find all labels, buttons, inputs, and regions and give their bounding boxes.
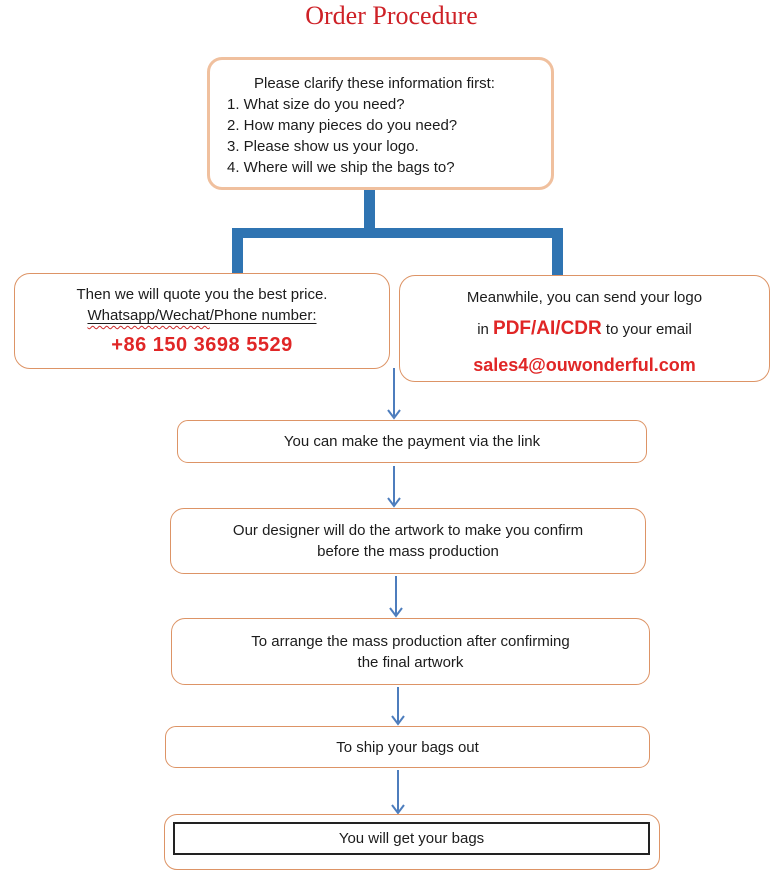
flow-connector-stem xyxy=(364,190,375,230)
clarify-item: 3. Please show us your logo. xyxy=(227,138,419,155)
logo-line2: in PDF/AI/CDR to your email xyxy=(477,318,692,339)
quote-line1: Then we will quote you the best price. xyxy=(76,286,328,303)
arrow-down-icon xyxy=(390,770,406,815)
clarify-box: Please clarify these information first: … xyxy=(207,57,554,190)
clarify-heading: Please clarify these information first: xyxy=(254,75,495,92)
quote-line2: Whatsapp/Wechat/Phone number: xyxy=(87,307,317,324)
flow-connector-right xyxy=(552,232,563,275)
clarify-item: 1. What size do you need? xyxy=(227,96,405,113)
logo-box: Meanwhile, you can send your logo in PDF… xyxy=(399,275,770,382)
clarify-item: 2. How many pieces do you need? xyxy=(227,117,458,134)
logo-line1: Meanwhile, you can send your logo xyxy=(466,289,703,306)
production-text-line2: the final artwork xyxy=(357,653,464,671)
arrow-down-icon xyxy=(390,687,406,726)
receive-inner-frame: You will get your bags xyxy=(173,822,650,855)
production-text-line1: To arrange the mass production after con… xyxy=(251,632,570,650)
file-formats: PDF/AI/CDR xyxy=(493,318,602,339)
artwork-text-line1: Our designer will do the artwork to make… xyxy=(232,522,584,539)
email-address: sales4@ouwonderful.com xyxy=(473,355,696,375)
flow-connector-bar xyxy=(232,228,563,238)
production-box: To arrange the mass production after con… xyxy=(171,618,650,685)
clarify-item: 4. Where will we ship the bags to? xyxy=(227,159,455,176)
quote-box: Then we will quote you the best price. W… xyxy=(14,273,390,369)
arrow-down-icon xyxy=(386,368,402,420)
artwork-text-line2: before the mass production xyxy=(317,543,499,560)
flow-connector-left xyxy=(232,232,243,273)
receive-text: You will get your bags xyxy=(338,830,485,847)
payment-box: You can make the payment via the link xyxy=(177,420,647,463)
arrow-down-icon xyxy=(388,576,404,618)
page-title: Order Procedure xyxy=(305,1,478,30)
receive-box: You will get your bags xyxy=(164,814,660,870)
payment-text: You can make the payment via the link xyxy=(283,433,541,450)
ship-box: To ship your bags out xyxy=(165,726,650,768)
artwork-box: Our designer will do the artwork to make… xyxy=(170,508,646,574)
arrow-down-icon xyxy=(386,466,402,508)
ship-text: To ship your bags out xyxy=(336,738,479,756)
phone-number: +86 150 3698 5529 xyxy=(111,334,293,356)
